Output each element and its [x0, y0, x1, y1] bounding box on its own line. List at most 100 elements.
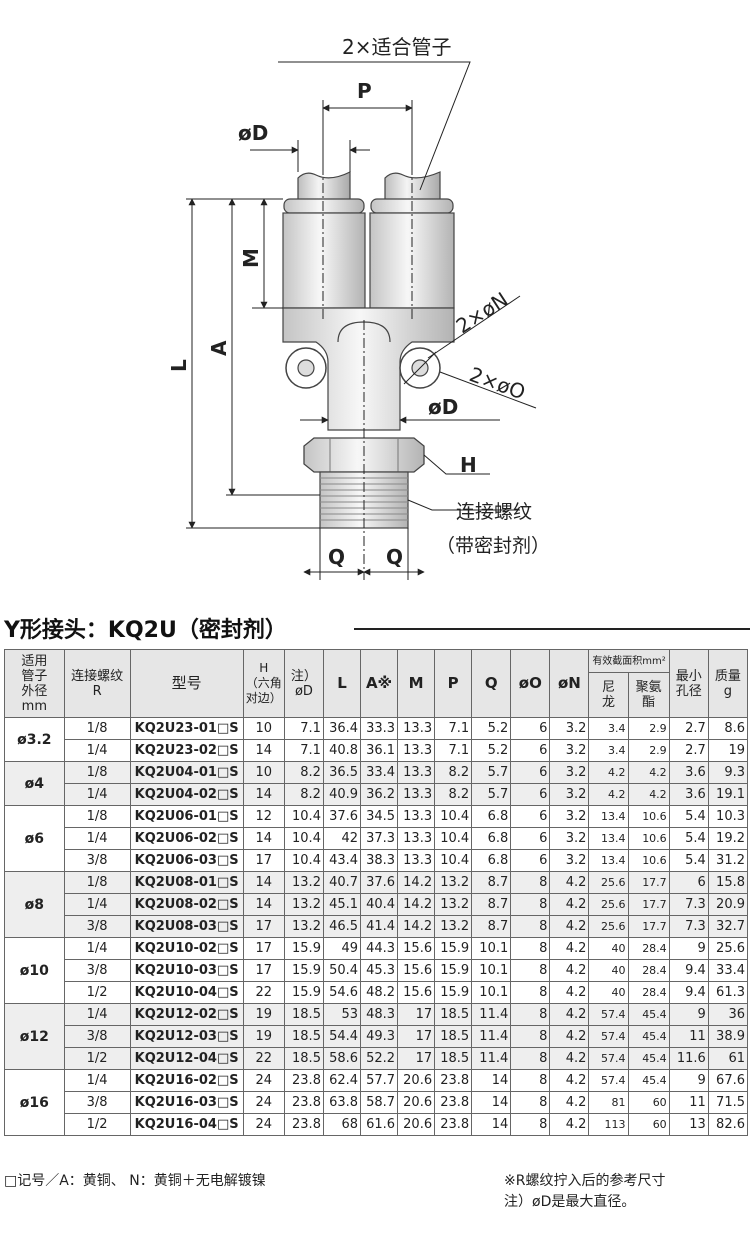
min-hole-cell: 3.6 — [668, 783, 709, 806]
d-cell: 7.1 — [283, 739, 324, 762]
h-cell: 14 — [242, 893, 285, 916]
thread-cell: 3/8 — [63, 959, 131, 982]
a-cell: 41.4 — [360, 915, 399, 938]
l-cell: 36.4 — [322, 717, 362, 740]
mass-cell: 61.3 — [707, 981, 749, 1004]
p-cell: 18.5 — [434, 1047, 473, 1070]
area-pu-cell: 17.7 — [627, 915, 670, 938]
header-model: 型号 — [129, 649, 244, 718]
thread-cell: 3/8 — [63, 1091, 131, 1114]
d-cell: 10.4 — [283, 827, 324, 850]
d-cell: 7.1 — [283, 717, 324, 740]
header-p: P — [434, 649, 473, 718]
h-cell: 24 — [242, 1069, 285, 1092]
mass-cell: 20.9 — [707, 893, 749, 916]
o-cell: 8 — [510, 915, 551, 938]
area-pu-cell: 28.4 — [627, 981, 670, 1004]
model-cell: KQ2U06-03□S — [129, 849, 244, 872]
h-cell: 10 — [242, 717, 285, 740]
thread-cell: 1/4 — [63, 1003, 131, 1026]
l-cell: 46.5 — [322, 915, 362, 938]
h-cell: 19 — [242, 1025, 285, 1048]
area-nylon-cell: 57.4 — [588, 1003, 629, 1026]
a-cell: 38.3 — [360, 849, 399, 872]
m-cell: 13.3 — [397, 783, 436, 806]
thread-cell: 1/4 — [63, 827, 131, 850]
q-cell: 14 — [471, 1091, 512, 1114]
area-pu-cell: 10.6 — [627, 805, 670, 828]
q-cell: 10.1 — [471, 937, 512, 960]
n-cell: 3.2 — [549, 717, 590, 740]
section-title: Y形接头：KQ2U（密封剂） — [4, 618, 287, 643]
thread-cell: 1/4 — [63, 893, 131, 916]
o-cell: 8 — [510, 1025, 551, 1048]
min-hole-cell: 13 — [668, 1113, 709, 1136]
model-cell: KQ2U12-04□S — [129, 1047, 244, 1070]
min-hole-cell: 5.4 — [668, 849, 709, 872]
thread-cell: 1/4 — [63, 783, 131, 806]
n-cell: 3.2 — [549, 827, 590, 850]
thread-cell: 1/8 — [63, 717, 131, 740]
thread-cell: 1/8 — [63, 805, 131, 828]
h-cell: 24 — [242, 1091, 285, 1114]
a-cell: 36.1 — [360, 739, 399, 762]
o-cell: 6 — [510, 783, 551, 806]
dimension-lines — [186, 61, 537, 580]
area-nylon-cell: 40 — [588, 981, 629, 1004]
min-hole-cell: 5.4 — [668, 805, 709, 828]
area-nylon-cell: 57.4 — [588, 1047, 629, 1070]
q-cell: 6.8 — [471, 827, 512, 850]
dim-q1-label: Q — [328, 545, 345, 569]
spec-table: 适用 管子 外径 mm 连接螺纹 R 型号 H （六角 对边） 注） øD L … — [4, 649, 749, 1136]
model-cell: KQ2U16-02□S — [129, 1069, 244, 1092]
m-cell: 20.6 — [397, 1091, 436, 1114]
thread-label: 连接螺纹 — [456, 501, 532, 523]
od-cell: ø6 — [4, 805, 65, 872]
h-cell: 14 — [242, 739, 285, 762]
min-hole-cell: 9 — [668, 1003, 709, 1026]
o-cell: 6 — [510, 739, 551, 762]
q-cell: 5.2 — [471, 739, 512, 762]
q-cell: 8.7 — [471, 893, 512, 916]
q-cell: 10.1 — [471, 981, 512, 1004]
od-cell: ø16 — [4, 1069, 65, 1136]
thread-cell: 1/2 — [63, 981, 131, 1004]
l-cell: 40.8 — [322, 739, 362, 762]
a-cell: 45.3 — [360, 959, 399, 982]
model-cell: KQ2U12-03□S — [129, 1025, 244, 1048]
area-pu-cell: 28.4 — [627, 937, 670, 960]
h-cell: 24 — [242, 1113, 285, 1136]
d-cell: 18.5 — [283, 1047, 324, 1070]
q-cell: 6.8 — [471, 849, 512, 872]
n-cell: 4.2 — [549, 1003, 590, 1026]
min-hole-cell: 7.3 — [668, 915, 709, 938]
p-cell: 23.8 — [434, 1091, 473, 1114]
l-cell: 50.4 — [322, 959, 362, 982]
area-nylon-cell: 57.4 — [588, 1025, 629, 1048]
m-cell: 13.3 — [397, 805, 436, 828]
h-cell: 14 — [242, 827, 285, 850]
mass-cell: 19.1 — [707, 783, 749, 806]
p-cell: 8.2 — [434, 761, 473, 784]
header-d: 注） øD — [283, 649, 324, 718]
o-cell: 8 — [510, 981, 551, 1004]
mass-cell: 19.2 — [707, 827, 749, 850]
o-cell: 6 — [510, 849, 551, 872]
q-cell: 6.8 — [471, 805, 512, 828]
area-nylon-cell: 25.6 — [588, 915, 629, 938]
od-cell: ø3.2 — [4, 717, 65, 762]
header-m: M — [397, 649, 436, 718]
o-cell: 6 — [510, 805, 551, 828]
n-cell: 4.2 — [549, 1047, 590, 1070]
area-nylon-cell: 3.4 — [588, 717, 629, 740]
o-cell: 6 — [510, 827, 551, 850]
d-cell: 13.2 — [283, 871, 324, 894]
